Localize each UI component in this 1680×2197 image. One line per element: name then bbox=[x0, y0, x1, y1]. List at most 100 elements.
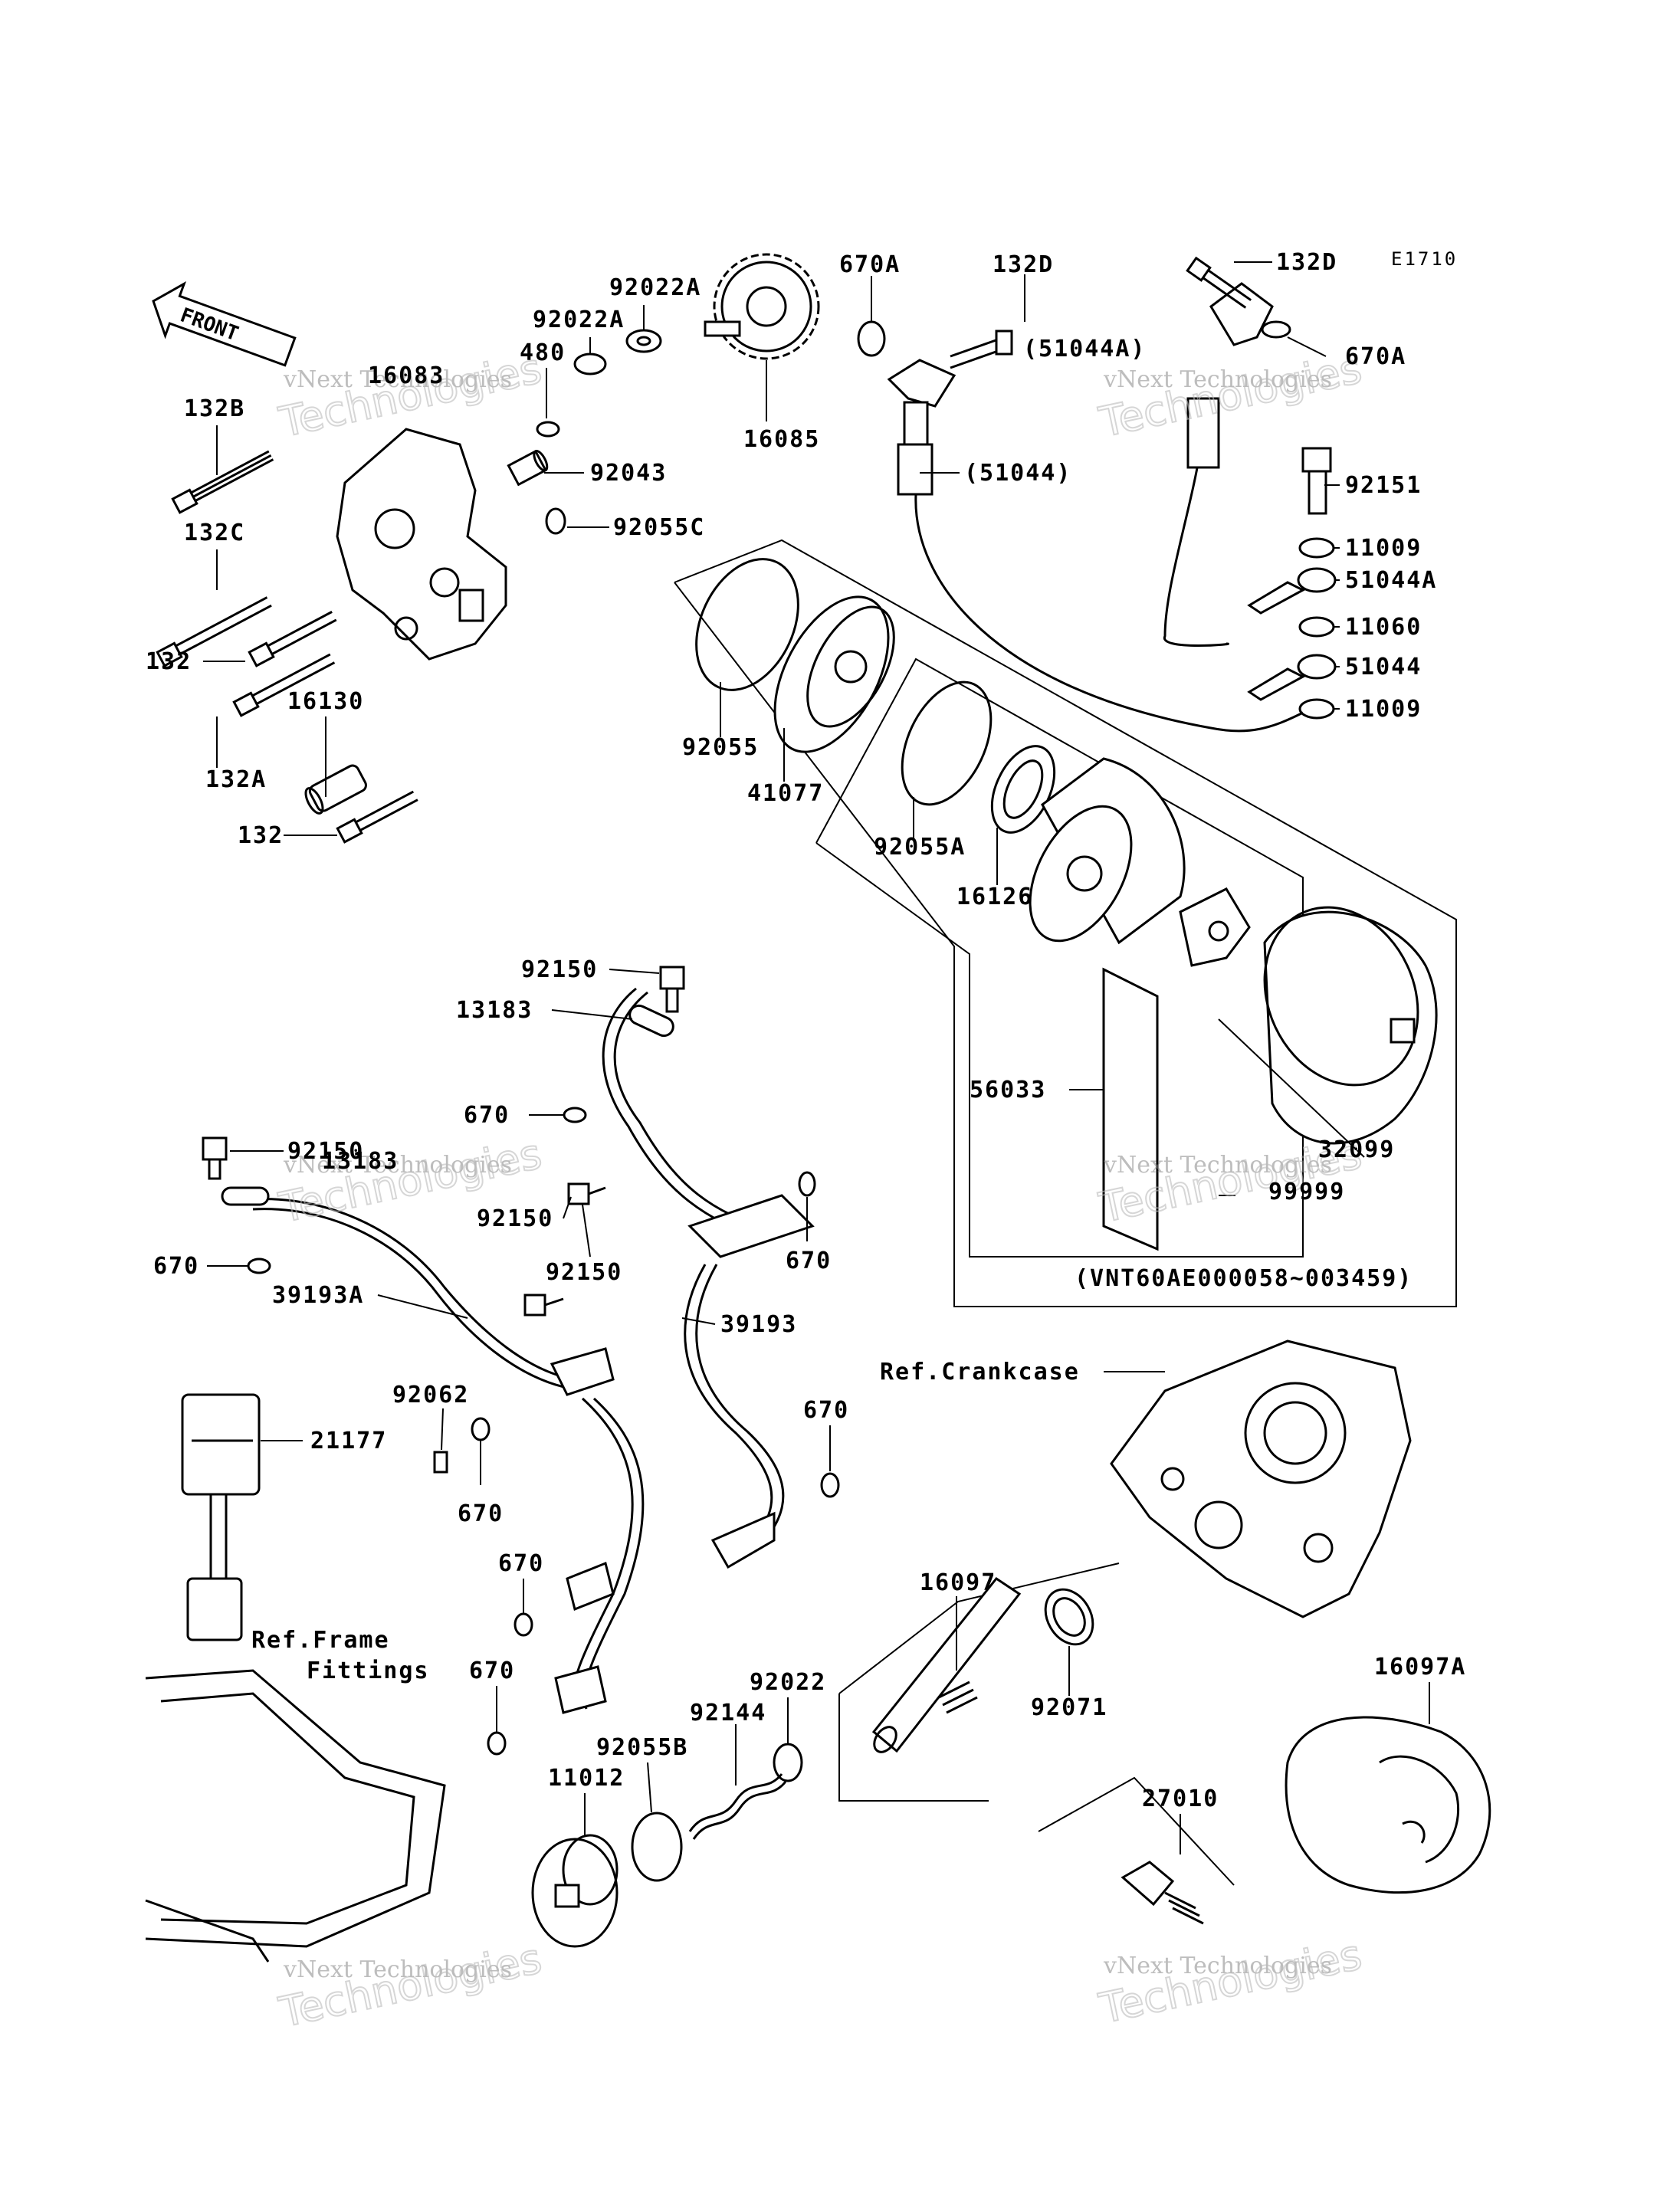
oil-pipe-39193A bbox=[252, 1198, 645, 1714]
oring-670-g bbox=[487, 1731, 507, 1756]
label-21177: 21177 bbox=[310, 1428, 387, 1454]
label-132-b: 132 bbox=[238, 822, 284, 849]
label-92022A-top: 92022A bbox=[609, 274, 701, 301]
pressure-switch-27010 bbox=[1038, 1776, 1235, 1925]
circlip-480 bbox=[536, 421, 560, 438]
oil-pipe-39193 bbox=[602, 987, 815, 1569]
label-51044A: 51044A bbox=[1345, 567, 1437, 594]
label-56033: 56033 bbox=[970, 1077, 1046, 1103]
label-92055B: 92055B bbox=[596, 1734, 688, 1761]
label-92043: 92043 bbox=[590, 460, 667, 487]
oring-670-e bbox=[820, 1472, 840, 1498]
label-99999: 99999 bbox=[1268, 1179, 1345, 1205]
oil-pump bbox=[336, 428, 507, 661]
label-670-a: 670 bbox=[464, 1102, 510, 1129]
label-670A-right: 670A bbox=[1345, 343, 1406, 370]
seal-92071 bbox=[1044, 1588, 1094, 1646]
label-51044-paren: (51044) bbox=[964, 460, 1071, 487]
oring-92055C bbox=[545, 507, 566, 535]
watermark-text-5: vNext Technologies bbox=[283, 1956, 512, 1983]
watermark-text-5b: Technologies bbox=[275, 1934, 546, 2037]
panel-56033 bbox=[1102, 967, 1159, 1251]
connector-21177 bbox=[181, 1393, 261, 1641]
label-11012: 11012 bbox=[548, 1765, 625, 1792]
part-labels: 92022A 670A 132D 132D 92022A 480 16083 6… bbox=[146, 249, 1465, 1812]
oil-filter-16097A bbox=[1285, 1716, 1491, 1894]
diagram-code: E1710 bbox=[1391, 248, 1458, 270]
label-16130: 16130 bbox=[287, 688, 364, 715]
crankcase bbox=[1110, 1340, 1412, 1618]
label-670-b: 670 bbox=[786, 1248, 832, 1274]
label-132D-right: 132D bbox=[1276, 249, 1337, 276]
banjo-51044A bbox=[1247, 567, 1337, 615]
label-670-g: 670 bbox=[469, 1658, 515, 1684]
oring-92055 bbox=[695, 558, 799, 691]
filter-subgroup-outline bbox=[815, 657, 1304, 1258]
label-vnt-range: (VNT60AE000058~003459) bbox=[1075, 1265, 1413, 1292]
label-51044: 51044 bbox=[1345, 654, 1422, 680]
label-16097: 16097 bbox=[920, 1569, 996, 1596]
label-92150-d: 92150 bbox=[546, 1259, 622, 1286]
bolts-group bbox=[156, 450, 418, 844]
watermark-text-6: vNext Technologies bbox=[1103, 1953, 1332, 1979]
washer-92022A-2 bbox=[573, 353, 607, 375]
oil-filter-32099 bbox=[1263, 906, 1438, 1145]
label-132A: 132A bbox=[205, 766, 267, 793]
bolt-132C bbox=[156, 596, 272, 667]
gear-16085 bbox=[704, 253, 820, 360]
label-92151: 92151 bbox=[1345, 472, 1422, 499]
label-13183-b: 13183 bbox=[322, 1148, 399, 1175]
label-92022A-2: 92022A bbox=[533, 307, 625, 333]
bolt-132-lower bbox=[336, 790, 418, 844]
bolt-92150-d bbox=[523, 1294, 564, 1317]
oring-670-f bbox=[514, 1612, 533, 1637]
label-92055A: 92055A bbox=[874, 834, 966, 861]
spring-92144 bbox=[688, 1773, 783, 1832]
bolt-132A bbox=[232, 653, 336, 717]
label-92022: 92022 bbox=[750, 1669, 826, 1696]
washer-92022 bbox=[773, 1743, 803, 1782]
label-39193A: 39193A bbox=[272, 1282, 364, 1309]
label-51044A-paren: (51044A) bbox=[1023, 336, 1147, 362]
washer-92022A-top-hole bbox=[636, 336, 651, 346]
sleeve-92043 bbox=[507, 449, 549, 487]
watermark-text-1: vNext Technologies bbox=[283, 366, 512, 393]
label-670-f: 670 bbox=[498, 1550, 544, 1577]
frame-fragment bbox=[145, 1669, 446, 1963]
oring-92055A bbox=[901, 680, 993, 806]
label-ref-crankcase: Ref.Crankcase bbox=[880, 1359, 1080, 1385]
label-132C: 132C bbox=[184, 520, 245, 546]
label-670-d: 670 bbox=[803, 1397, 849, 1424]
plug-11012 bbox=[531, 1834, 619, 1948]
filter-cover-41077 bbox=[773, 595, 895, 753]
label-16126: 16126 bbox=[956, 884, 1033, 910]
bolt-92150-c bbox=[567, 1182, 606, 1205]
washer-11060 bbox=[1298, 616, 1335, 638]
label-92150-a: 92150 bbox=[521, 956, 598, 983]
front-arrow-icon: FRONT bbox=[152, 281, 297, 367]
label-ref-frame: Ref.Frame bbox=[251, 1627, 390, 1654]
oring-670-b bbox=[798, 1171, 816, 1197]
oring-670-c bbox=[247, 1258, 271, 1274]
label-480: 480 bbox=[520, 339, 566, 366]
label-132: 132 bbox=[146, 648, 192, 675]
label-39193: 39193 bbox=[720, 1311, 797, 1338]
bolt-132 bbox=[248, 611, 337, 667]
label-92071: 92071 bbox=[1031, 1694, 1107, 1721]
watermark-text-3: vNext Technologies bbox=[283, 1152, 512, 1179]
banjo-upper-right bbox=[1186, 282, 1291, 469]
label-92055: 92055 bbox=[682, 734, 759, 761]
plate-13183-b bbox=[221, 1186, 270, 1206]
label-92055C: 92055C bbox=[613, 514, 705, 541]
plate-13183-a bbox=[628, 1004, 674, 1038]
label-32099: 32099 bbox=[1318, 1136, 1395, 1163]
bolt-92150-a bbox=[659, 966, 685, 1013]
banjo-bolt-92151 bbox=[1301, 447, 1332, 515]
oring-670-a bbox=[563, 1107, 587, 1123]
watermark-text-2: vNext Technologies bbox=[1103, 366, 1332, 393]
label-fittings: Fittings bbox=[307, 1658, 430, 1684]
label-670A-top: 670A bbox=[839, 251, 901, 278]
relief-valve-16097 bbox=[531, 1562, 1120, 1948]
label-16083: 16083 bbox=[368, 362, 445, 389]
